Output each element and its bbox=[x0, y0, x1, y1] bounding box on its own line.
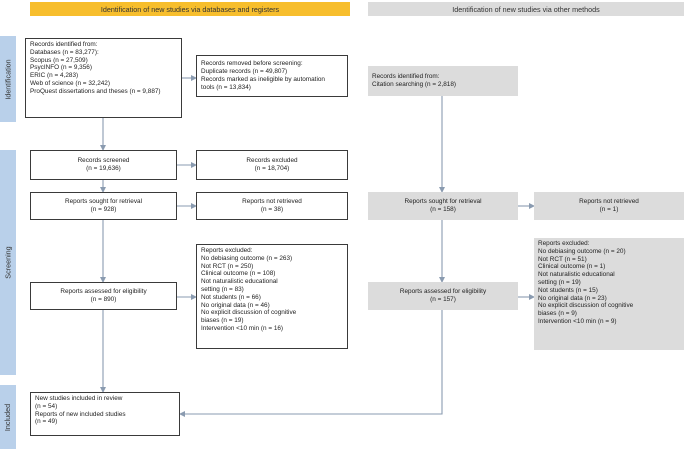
sidebar-identification: Identification bbox=[0, 36, 16, 122]
other-methods-header: Identification of new studies via other … bbox=[368, 2, 684, 16]
databases-header: Identification of new studies via databa… bbox=[30, 2, 350, 16]
db-included-box: New studies included in review (n = 54) … bbox=[30, 392, 180, 436]
other-reports-assessed-box: Reports assessed for eligibility (n = 15… bbox=[368, 282, 518, 310]
sidebar-included: Included bbox=[0, 385, 16, 449]
db-reports-sought-box: Reports sought for retrieval (n = 928) bbox=[30, 192, 177, 220]
db-reports-assessed-box: Reports assessed for eligibility (n = 89… bbox=[30, 282, 177, 310]
other-reports-sought-box: Reports sought for retrieval (n = 158) bbox=[368, 192, 518, 220]
other-reports-excluded-box: Reports excluded: No debiasing outcome (… bbox=[534, 238, 684, 350]
other-reports-not-retrieved-box: Reports not retrieved (n = 1) bbox=[534, 192, 684, 220]
db-records-removed-box: Records removed before screening: Duplic… bbox=[196, 55, 348, 97]
sidebar-screening: Screening bbox=[0, 150, 16, 375]
db-records-excluded-box: Records excluded (n = 18,704) bbox=[196, 150, 348, 180]
arrow-other-assessed-to-included bbox=[179, 310, 443, 417]
other-records-identified-box: Records identified from: Citation search… bbox=[368, 66, 518, 96]
db-reports-excluded-box: Reports excluded: No debiasing outcome (… bbox=[196, 244, 348, 349]
db-reports-not-retrieved-box: Reports not retrieved (n = 38) bbox=[196, 192, 348, 220]
db-records-identified-box: Records identified from: Databases (n = … bbox=[25, 38, 182, 118]
db-records-screened-box: Records screened (n = 19,636) bbox=[30, 150, 177, 180]
